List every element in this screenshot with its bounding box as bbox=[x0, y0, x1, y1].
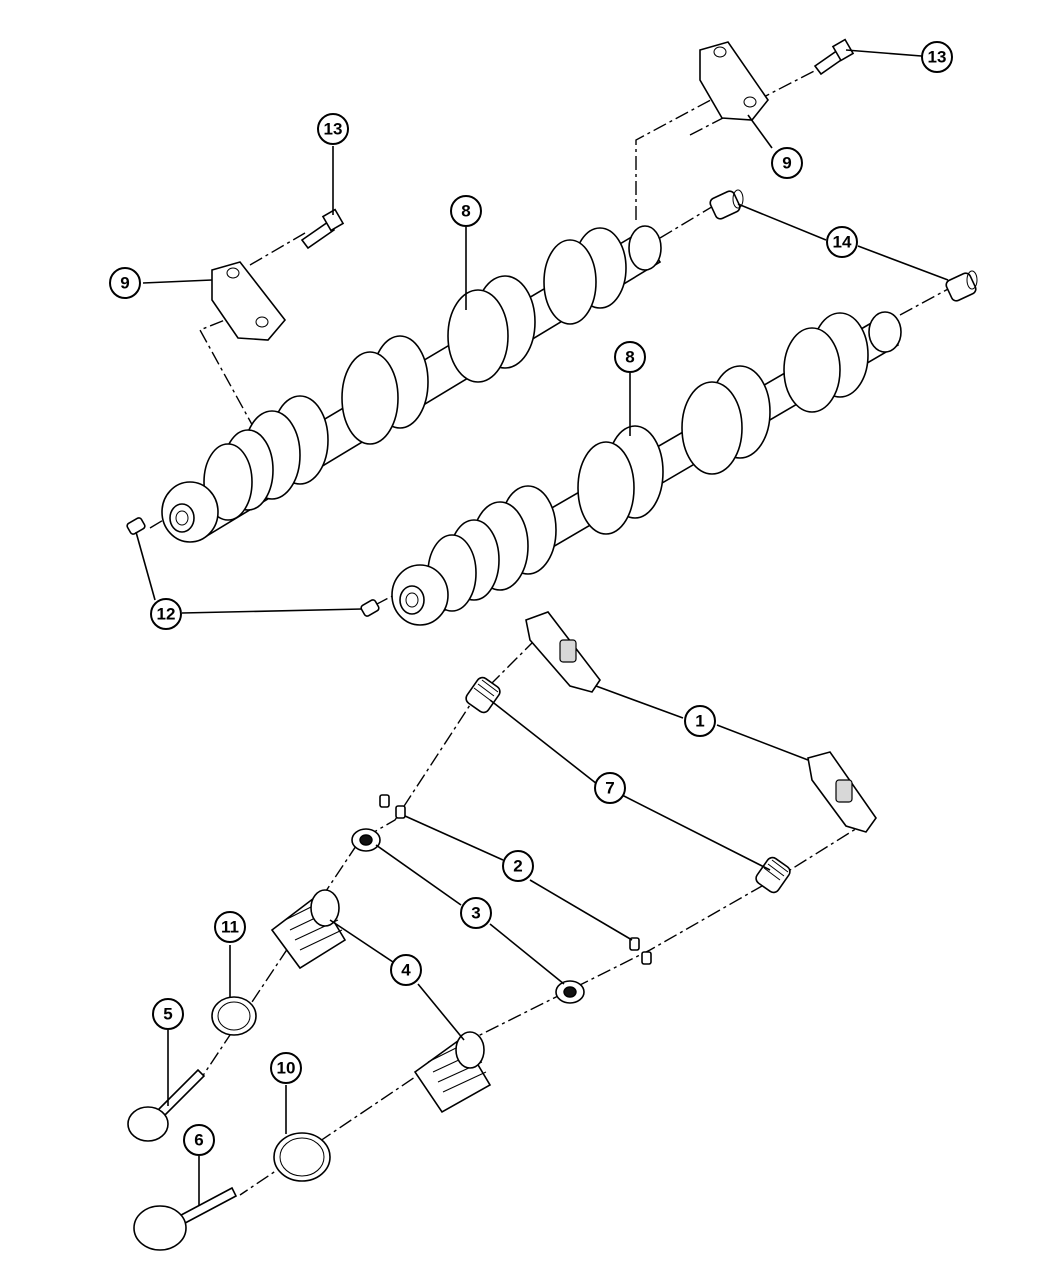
dowel-pin-lower bbox=[360, 599, 380, 617]
callout-12-label: 12 bbox=[157, 605, 176, 624]
callout-13-left: 13 bbox=[317, 113, 349, 145]
callout-9-left: 9 bbox=[109, 267, 141, 299]
lash-adjuster-upper bbox=[465, 676, 501, 714]
intake-valve bbox=[127, 1068, 206, 1142]
callout-7-label: 7 bbox=[605, 779, 614, 798]
callout-6: 6 bbox=[183, 1124, 215, 1156]
cap-bolt-right bbox=[813, 38, 855, 76]
callout-14: 14 bbox=[826, 226, 858, 258]
callout-1-label: 1 bbox=[695, 712, 704, 731]
lower-camshaft bbox=[391, 311, 902, 626]
callout-3-label: 3 bbox=[471, 904, 480, 923]
callout-5-label: 5 bbox=[163, 1005, 172, 1024]
callout-4: 4 bbox=[390, 954, 422, 986]
spring-retainer-lower bbox=[555, 980, 585, 1004]
rocker-arm-lower bbox=[807, 751, 877, 833]
cam-plug-upper bbox=[709, 189, 744, 220]
callout-2-label: 2 bbox=[513, 857, 522, 876]
bearing-cap-left bbox=[211, 261, 287, 341]
callout-14-label: 14 bbox=[833, 233, 852, 252]
callout-3: 3 bbox=[460, 897, 492, 929]
callout-13-left-label: 13 bbox=[324, 120, 343, 139]
valve-spring-lower bbox=[413, 1031, 492, 1114]
valve-spring-upper bbox=[270, 889, 347, 970]
bearing-cap-right bbox=[699, 41, 769, 121]
dowel-pin-upper bbox=[126, 517, 146, 535]
callout-8-upper: 8 bbox=[450, 195, 482, 227]
rocker-arm-upper bbox=[525, 611, 601, 693]
lash-adjuster-lower bbox=[755, 856, 791, 894]
callout-9-right-label: 9 bbox=[782, 154, 791, 173]
callout-9-right: 9 bbox=[771, 147, 803, 179]
callout-13-right: 13 bbox=[921, 41, 953, 73]
callout-10: 10 bbox=[270, 1052, 302, 1084]
valve-seal-11 bbox=[211, 996, 257, 1036]
callout-5: 5 bbox=[152, 998, 184, 1030]
callout-7: 7 bbox=[594, 772, 626, 804]
cam-plug-lower bbox=[945, 270, 978, 302]
valve-keepers-upper bbox=[379, 794, 406, 819]
callout-1: 1 bbox=[684, 705, 716, 737]
callout-4-label: 4 bbox=[401, 961, 411, 980]
callout-11-label: 11 bbox=[221, 918, 239, 937]
callout-10-label: 10 bbox=[277, 1059, 296, 1078]
callout-8-lower-label: 8 bbox=[625, 348, 634, 367]
upper-camshaft bbox=[161, 225, 662, 543]
exhaust-valve bbox=[133, 1186, 238, 1251]
callout-11: 11 bbox=[214, 911, 246, 943]
leader-lines bbox=[135, 49, 949, 1206]
callout-8-upper-label: 8 bbox=[461, 202, 470, 221]
spring-retainer-upper bbox=[351, 828, 381, 852]
valve-seal-10 bbox=[273, 1132, 331, 1182]
cap-bolt-left bbox=[300, 208, 345, 250]
callout-9-left-label: 9 bbox=[120, 274, 129, 293]
callout-8-lower: 8 bbox=[614, 341, 646, 373]
callout-12: 12 bbox=[150, 598, 182, 630]
callout-13-right-label: 13 bbox=[928, 48, 947, 67]
callout-6-label: 6 bbox=[194, 1131, 203, 1150]
valve-keepers-lower bbox=[629, 937, 652, 965]
callout-2: 2 bbox=[502, 850, 534, 882]
